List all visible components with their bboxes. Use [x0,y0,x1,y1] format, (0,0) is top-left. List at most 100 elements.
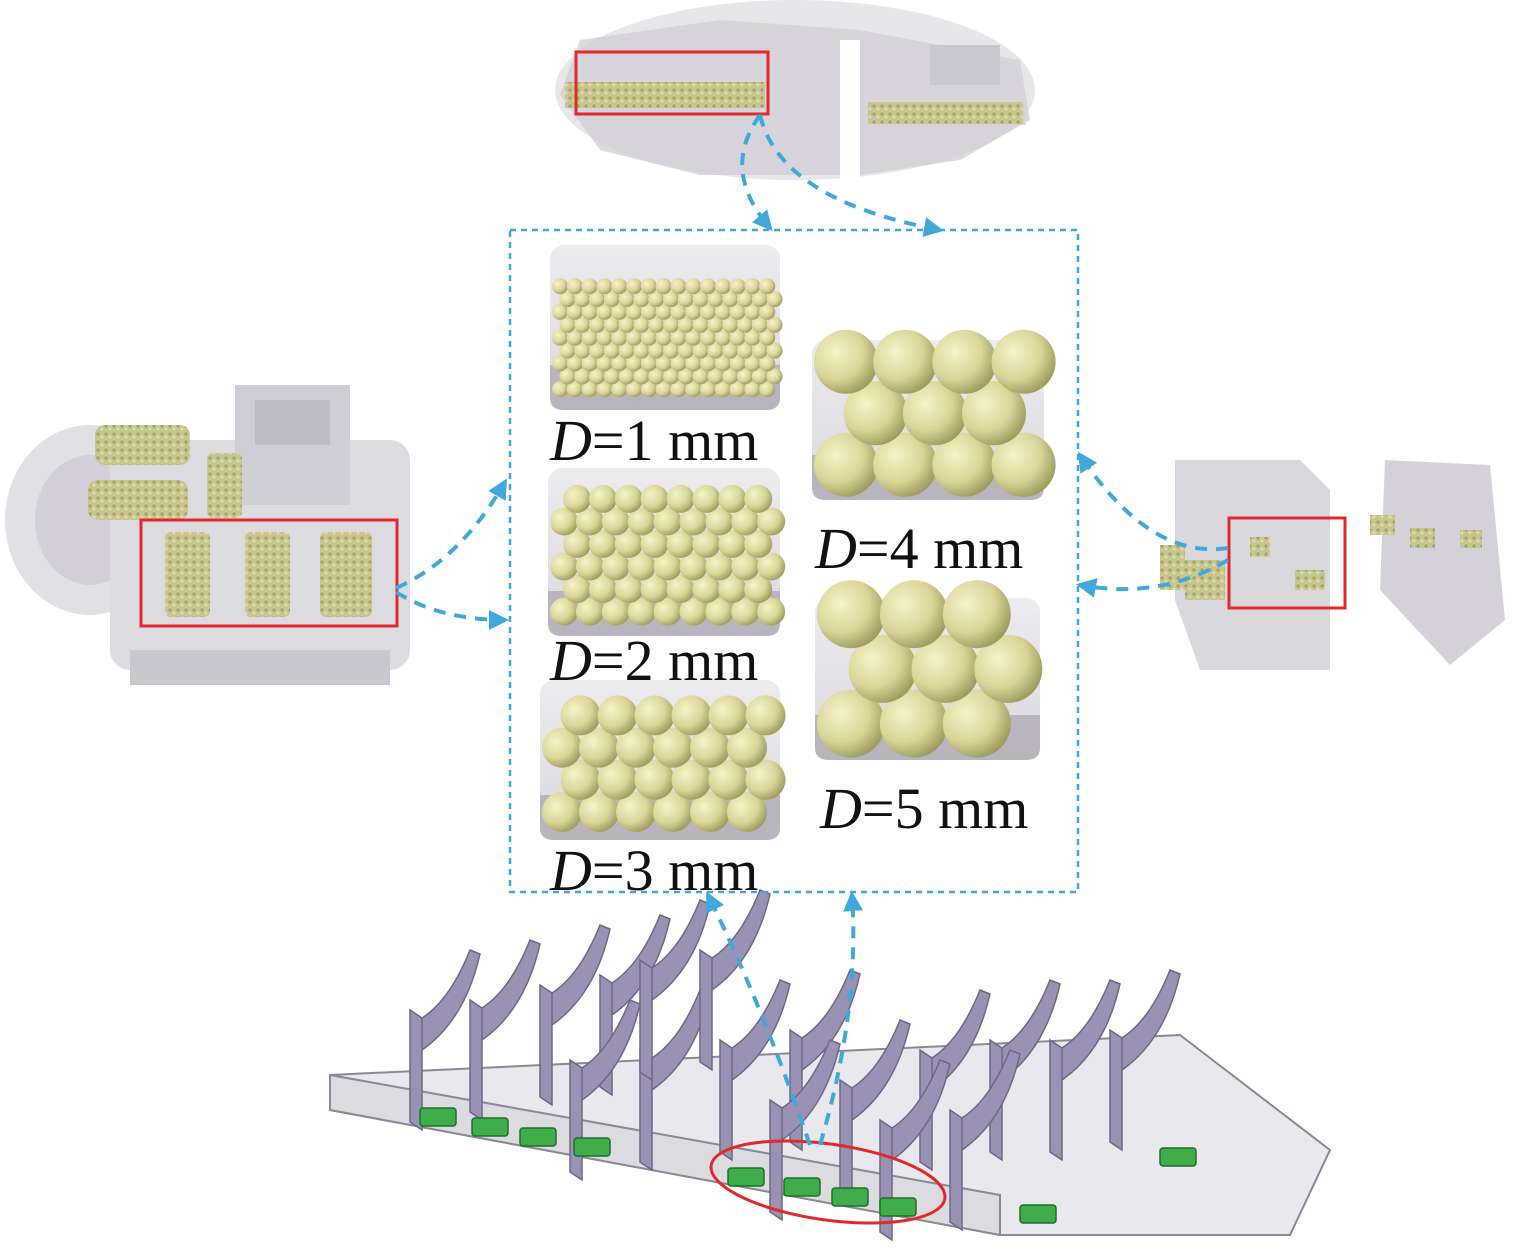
particle [633,291,650,308]
particle [692,575,721,604]
particle [729,303,746,320]
particle [618,342,635,359]
particle [714,355,731,372]
particle [653,727,693,768]
arrow-bottom-to-frame [818,891,864,1146]
particle [692,291,709,308]
particle [873,432,938,497]
particle [700,278,716,295]
particle [751,342,768,359]
particle [744,381,761,398]
top-highlight-box [574,50,770,116]
fixture-plate [1109,969,1181,1152]
particle [550,507,578,536]
particle [575,552,604,581]
particle [633,342,650,359]
particle [677,342,694,359]
particle [579,727,619,768]
particle [751,368,768,385]
particle [766,291,783,308]
particle [653,597,682,626]
label-d5: D=5 mm [819,776,1028,841]
particle [566,303,583,320]
particle [708,759,749,800]
particle [552,329,568,346]
particle [653,507,682,536]
particle [596,278,613,295]
particle [563,484,591,513]
particle [655,303,672,320]
samples-dashed-frame [508,228,1080,894]
particle [559,368,576,385]
particle [581,381,598,398]
particle [601,507,630,536]
particle [640,575,669,604]
particle [542,792,582,832]
particle [744,278,761,295]
particle [559,316,576,333]
particle [727,792,767,832]
particle [550,552,578,581]
particle [596,329,613,346]
particle [581,329,598,346]
dashed-arrows [394,113,1230,1146]
particle [757,597,786,626]
particle [911,634,980,703]
particle [718,530,747,558]
particle [700,329,716,346]
arrow-top-to-frame-left [740,113,773,232]
bottom-highlight-ellipse [709,1139,947,1225]
particle [550,597,578,626]
arrow-right-to-d5 [1076,558,1230,598]
particle [670,355,687,372]
particle [597,759,638,800]
particle [729,381,746,398]
battery-module [879,1197,917,1217]
particle [737,291,753,308]
particle [745,759,786,800]
particle [563,530,591,558]
particle [603,291,620,308]
battery-module [419,1107,457,1127]
particle [737,342,753,359]
fixture-plate [879,1059,951,1242]
particle [685,303,702,320]
particle [718,484,747,513]
battery-module [471,1117,509,1137]
particle [634,695,675,736]
particle [589,368,605,385]
particle [677,316,694,333]
sample-container-2 [548,468,786,636]
particle [663,368,679,385]
particle [603,342,620,359]
particle [581,303,598,320]
battery-modules [419,1107,1197,1224]
particle [729,355,746,372]
particle [879,689,948,758]
right-highlight-box [1227,516,1347,610]
particle [942,689,1011,758]
particle [722,291,739,308]
particle [574,316,591,333]
particle [611,381,628,398]
particle [603,316,620,333]
particle [759,355,776,372]
battery-module [727,1167,765,1187]
particle [633,368,650,385]
particle [670,278,687,295]
particle [597,695,638,736]
particle [581,278,598,295]
particle [679,552,708,581]
particle [671,695,712,736]
particle [705,597,734,626]
particle [596,355,613,372]
arrow-right-to-d4 [1077,451,1229,552]
particle [552,355,568,372]
particle [552,278,568,295]
particle [759,278,776,295]
particle [616,727,656,768]
arrow-bottom-to-d3 [706,891,812,1146]
particle [614,575,643,604]
particle [633,316,650,333]
particle [690,727,730,768]
